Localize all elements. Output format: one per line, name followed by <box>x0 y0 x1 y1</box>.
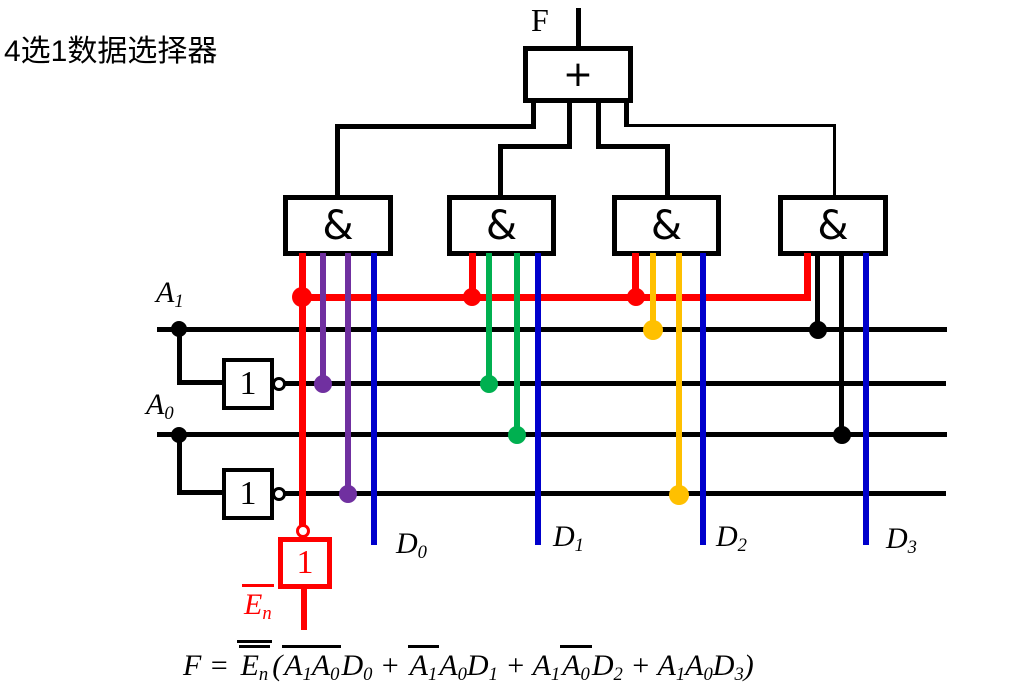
label-d0-base: D <box>396 527 418 560</box>
wire-gate4-en-input <box>804 253 811 301</box>
label-a0: A0 <box>146 388 174 425</box>
label-d0: D0 <box>396 527 427 564</box>
junction-dot-green-a0 <box>508 426 526 444</box>
junction-dot-black-a1 <box>809 321 827 339</box>
label-d1-sub: 1 <box>574 535 584 557</box>
wire-f-output-stub <box>576 8 581 48</box>
wire-row-not-a0 <box>284 491 946 496</box>
wire-or-leg1-v <box>531 101 536 128</box>
label-a0-sub: 0 <box>164 403 174 425</box>
and-gate-2-symbol: & <box>485 202 518 249</box>
not-gate-a1: 1 <box>222 358 274 410</box>
wire-or-leg2-h <box>498 144 572 149</box>
and-gate-3-symbol: & <box>650 202 683 249</box>
wire-gate4-a1-input <box>815 253 820 333</box>
wire-enable-vertical <box>299 253 306 525</box>
not-gate-a1-symbol: 1 <box>239 365 257 402</box>
junction-dot-en-gate1 <box>292 287 312 307</box>
wire-a1-tap-h <box>177 380 223 385</box>
and-gate-2: & <box>447 195 556 256</box>
wire-gate1-not-a0-input <box>345 253 351 496</box>
junction-dot-green-na1 <box>480 375 498 393</box>
enable-not-gate: 1 <box>278 537 332 589</box>
wire-or-leg2-v <box>567 101 572 148</box>
wire-gate4-a0-input <box>839 253 844 438</box>
label-d3-sub: 3 <box>907 537 917 559</box>
output-label-f: F <box>531 2 549 38</box>
junction-dot-gold-na0 <box>669 485 689 505</box>
junction-dot-en-gate2 <box>463 288 481 306</box>
not-gate-a0-symbol: 1 <box>239 475 257 512</box>
wire-gate2-not-a1-input <box>486 253 492 386</box>
wire-gate2-a0-input <box>514 253 520 437</box>
wire-enable-stub <box>301 588 307 630</box>
label-a1-base: A <box>156 276 175 309</box>
wire-or-leg4-h <box>624 124 836 127</box>
junction-dot-en-gate3 <box>627 288 645 306</box>
junction-dot-purple-na1 <box>314 375 332 393</box>
wire-or-leg3-drop <box>665 144 670 198</box>
label-a1-sub: 1 <box>174 291 184 313</box>
and-gate-4: & <box>778 195 888 256</box>
label-d2-base: D <box>716 520 738 553</box>
junction-dot-a0-tap <box>171 427 187 443</box>
wire-d1 <box>535 253 541 545</box>
or-gate-symbol: + <box>562 54 594 95</box>
wire-gate3-not-a0-input <box>676 253 682 497</box>
label-enable: En <box>242 584 274 625</box>
wire-d3 <box>863 253 869 545</box>
not-gate-a0: 1 <box>222 468 274 520</box>
label-a0-base: A <box>146 388 165 421</box>
or-gate: + <box>523 46 633 103</box>
wire-d2 <box>700 253 706 545</box>
wire-d0 <box>371 253 377 545</box>
wire-or-leg1-h <box>335 124 536 129</box>
inverter-bubble-enable <box>296 524 310 538</box>
wire-row-not-a1 <box>284 381 946 386</box>
label-d3: D3 <box>886 522 917 559</box>
junction-dot-gold-a1 <box>643 320 663 340</box>
wire-enable-row <box>299 294 811 301</box>
junction-dot-a1-tap <box>171 321 187 337</box>
and-gate-1-symbol: & <box>322 202 354 249</box>
wire-a0-tap-v <box>177 437 182 492</box>
wire-gate2-en-input <box>469 253 476 301</box>
wire-row-a0 <box>157 432 947 437</box>
and-gate-4-symbol: & <box>817 202 849 249</box>
label-d1: D1 <box>553 520 584 557</box>
wire-gate1-not-a1-input <box>320 253 326 386</box>
wire-or-leg4-drop <box>833 124 836 198</box>
label-enable-base: E <box>244 588 263 621</box>
wire-a0-tap-h <box>177 490 223 495</box>
page-title: 4选1数据选择器 <box>4 35 218 68</box>
wire-row-a1 <box>157 327 947 332</box>
label-enable-sub: n <box>262 603 272 625</box>
label-d2: D2 <box>716 520 747 557</box>
wire-gate3-a1-input <box>650 253 656 332</box>
wire-or-leg1-drop <box>335 124 340 198</box>
label-d1-base: D <box>553 520 575 553</box>
and-gate-3: & <box>612 195 721 256</box>
wire-a1-tap-v <box>177 331 182 384</box>
label-a1: A1 <box>156 276 184 313</box>
and-gate-1: & <box>283 195 393 256</box>
wire-or-leg3-v <box>596 101 601 148</box>
wire-or-leg2-drop <box>498 144 503 198</box>
junction-dot-black-a0 <box>833 426 851 444</box>
label-d2-sub: 2 <box>737 535 747 557</box>
wire-or-leg3-h <box>596 144 670 149</box>
wire-or-leg4-v <box>624 101 629 126</box>
label-d3-base: D <box>886 522 908 555</box>
label-d0-sub: 0 <box>417 542 427 564</box>
junction-dot-purple-na0 <box>339 485 357 503</box>
wire-gate3-en-input <box>632 253 639 301</box>
boolean-expression: F = En(A1A0D0 + A1A0D1 + A1A0D2 + A1A0D3… <box>183 640 754 684</box>
enable-not-gate-symbol: 1 <box>296 544 314 581</box>
